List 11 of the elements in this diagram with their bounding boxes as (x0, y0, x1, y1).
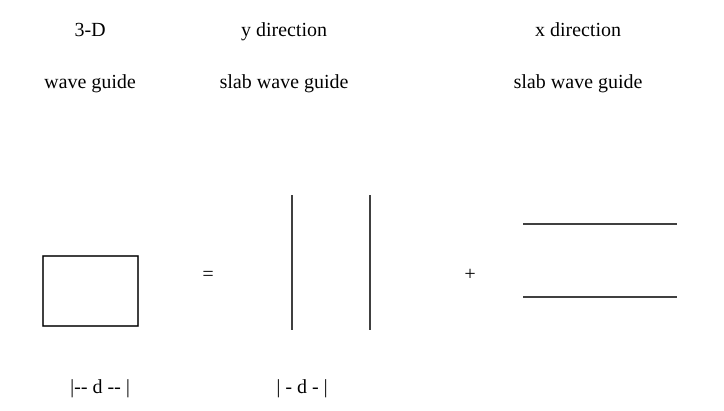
equals-sign: = (202, 262, 214, 286)
axis-heading: wave guide (44, 70, 136, 94)
axis-heading: y direction (240, 18, 328, 42)
dimension-text: | - d - | (276, 375, 328, 399)
waveguide-rectangle (42, 255, 139, 327)
dimension-text: |-- d -- | (70, 375, 130, 399)
axis-heading: slab wave guide (220, 70, 348, 94)
axis-heading: slab wave guide (514, 70, 642, 94)
plus-sign: + (464, 262, 476, 286)
axis-heading: x direction (534, 18, 622, 42)
axis-heading: 3-D (74, 18, 106, 42)
